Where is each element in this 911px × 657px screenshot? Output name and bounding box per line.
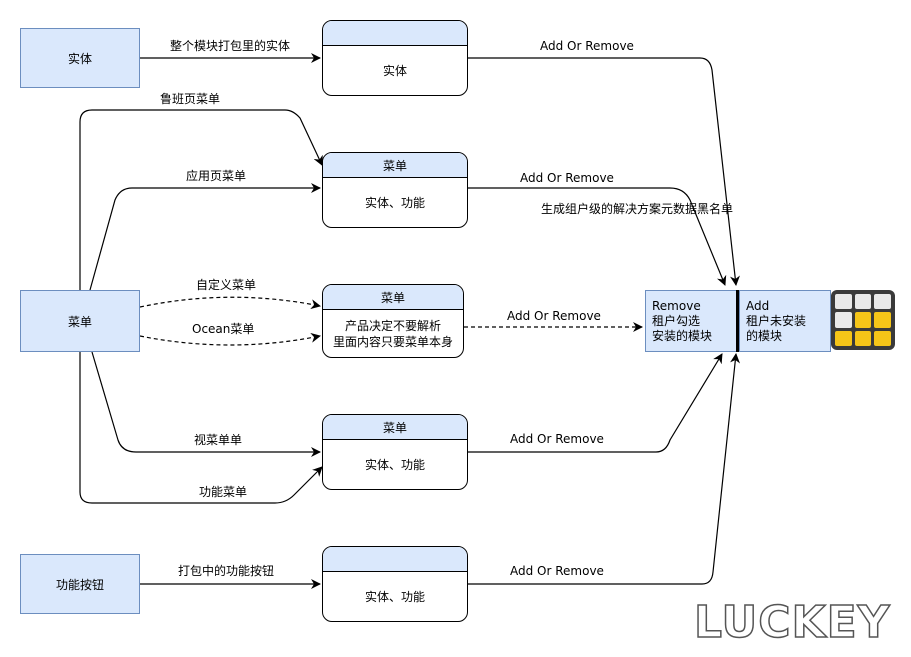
card-body: 实体、功能 (364, 196, 425, 210)
edge-button-card-to-target (468, 353, 741, 585)
button-card: 实体、功能 (322, 546, 468, 622)
label-add-or-remove: Add Or Remove (520, 171, 614, 185)
card-header: 菜单 (323, 153, 467, 178)
label-add-or-remove: Add Or Remove (507, 309, 601, 323)
card-body: 实体 (382, 64, 407, 78)
card-header: 菜单 (323, 415, 467, 440)
label-custom-menu: 自定义菜单 (196, 278, 257, 292)
edge-entity-card-to-target (468, 57, 740, 286)
card-header: 菜单 (323, 285, 463, 310)
target-remove-box: Remove 租户勾选 安装的模块 (645, 290, 737, 352)
card-body: 实体、功能 (364, 590, 425, 604)
watermark-logo: LUCKEY (693, 597, 891, 649)
edge-function-menu (79, 352, 323, 504)
source-entity-box: 实体 (20, 28, 140, 88)
edge-custom-menu (139, 296, 321, 310)
label-whole-module-entity: 整个模块打包里的实体 (170, 39, 291, 53)
target-remove-line2: 安装的模块 (652, 329, 713, 343)
source-button-box: 功能按钮 (20, 554, 140, 614)
label-function-menu: 功能菜单 (199, 485, 248, 499)
custom-menu-card: 菜单 产品决定不要解析 里面内容只要菜单本身 (322, 284, 464, 358)
app-menu-card: 菜单 实体、功能 (322, 152, 468, 228)
edge-app-menu (89, 183, 321, 291)
card-header (323, 21, 467, 46)
target-add-box: Add 租户未安装 的模块 (739, 290, 831, 352)
view-menu-card: 菜单 实体、功能 (322, 414, 468, 490)
label-add-or-remove: Add Or Remove (510, 432, 604, 446)
edge-luban-menu (79, 109, 323, 290)
card-header (323, 547, 467, 572)
target-remove-line1: 租户勾选 (652, 314, 701, 328)
card-body: 实体、功能 (364, 458, 425, 472)
grid-icon (831, 290, 895, 350)
target-add-line2: 的模块 (746, 329, 783, 343)
label-view-menu: 视菜单单 (194, 433, 243, 447)
entity-card: 实体 (322, 20, 468, 96)
target-add-line1: 租户未安装 (746, 314, 807, 328)
edge-view-card-to-target (468, 353, 723, 453)
label-add-or-remove: Add Or Remove (540, 39, 634, 53)
edge-view-menu (91, 351, 321, 457)
source-menu-box: 菜单 (20, 290, 140, 352)
label-packaged-button: 打包中的功能按钮 (178, 564, 275, 578)
label-ocean-menu: Ocean菜单 (192, 322, 255, 336)
label-blacklist-note: 生成组户级的解决方案元数据黑名单 (541, 202, 734, 216)
edge-ocean-menu (139, 332, 321, 346)
label-add-or-remove: Add Or Remove (510, 564, 604, 578)
target-add-title: Add (746, 299, 770, 313)
card-body: 产品决定不要解析 里面内容只要菜单本身 (332, 319, 453, 349)
target-remove-title: Remove (652, 299, 701, 313)
target-divider (736, 290, 739, 352)
edge-app-menu-card-to-target (468, 187, 727, 286)
label-app-menu: 应用页菜单 (186, 169, 247, 183)
label-luban-menu: 鲁班页菜单 (160, 92, 221, 106)
